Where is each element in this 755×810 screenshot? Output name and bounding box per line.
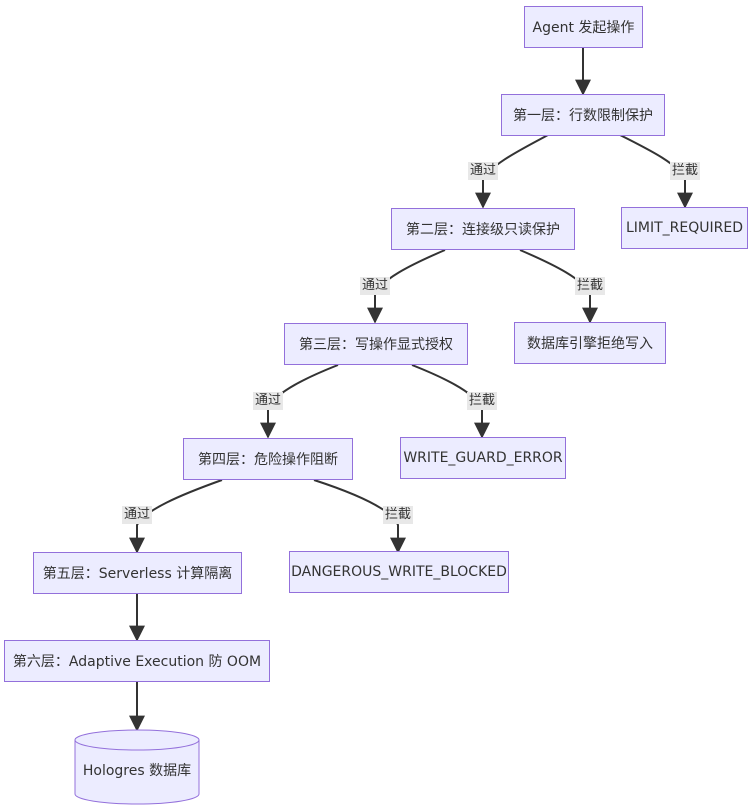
node-db-reject-label: 数据库引擎拒绝写入: [527, 336, 653, 352]
edge-label-layer1-block: 拦截: [669, 162, 701, 180]
node-db-reject: 数据库引擎拒绝写入: [514, 322, 666, 364]
node-layer2-label: 第二层：连接级只读保护: [406, 222, 560, 238]
node-layer5: 第五层：Serverless 计算隔离: [33, 552, 242, 594]
node-layer1: 第一层：行数限制保护: [501, 94, 665, 136]
node-layer2: 第二层：连接级只读保护: [391, 208, 575, 250]
edge-label-layer2-pass: 通过: [359, 277, 391, 295]
edge-label-layer3-block: 拦截: [466, 392, 498, 410]
edge-layer4-layer5-pass: [129, 479, 223, 554]
node-dangerous: DANGEROUS_WRITE_BLOCKED: [289, 551, 509, 593]
node-layer6: 第六层：Adaptive Execution 防 OOM: [4, 640, 270, 682]
node-write-guard-label: WRITE_GUARD_ERROR: [403, 450, 563, 466]
node-layer1-label: 第一层：行数限制保护: [513, 108, 653, 124]
node-layer4: 第四层：危险操作阻断: [183, 438, 353, 480]
edge-label-layer4-pass: 通过: [121, 506, 153, 524]
edge-label-layer3-pass: 通过: [252, 392, 284, 410]
node-write-guard: WRITE_GUARD_ERROR: [400, 437, 566, 479]
node-hologres-label: Hologres 数据库: [82, 763, 192, 779]
node-dangerous-label: DANGEROUS_WRITE_BLOCKED: [291, 564, 507, 580]
edge-label-layer4-block: 拦截: [382, 506, 414, 524]
node-limit-required-label: LIMIT_REQUIRED: [625, 220, 743, 236]
edge-layer4-dangerous-block: [313, 479, 406, 554]
node-layer6-label: 第六层：Adaptive Execution 防 OOM: [12, 654, 262, 670]
node-layer5-label: 第五层：Serverless 计算隔离: [42, 566, 233, 582]
edge-label-layer1-pass: 通过: [467, 162, 499, 180]
node-layer3: 第三层：写操作显式授权: [284, 323, 468, 365]
node-hologres: Hologres 数据库: [75, 748, 199, 792]
node-layer4-label: 第四层：危险操作阻断: [198, 452, 338, 468]
node-limit-required: LIMIT_REQUIRED: [621, 207, 748, 249]
database-cylinder: [74, 729, 200, 805]
node-layer3-label: 第三层：写操作显式授权: [299, 337, 453, 353]
node-agent-label: Agent 发起操作: [532, 20, 635, 36]
node-agent: Agent 发起操作: [524, 6, 643, 48]
edge-label-layer2-block: 拦截: [574, 277, 606, 295]
